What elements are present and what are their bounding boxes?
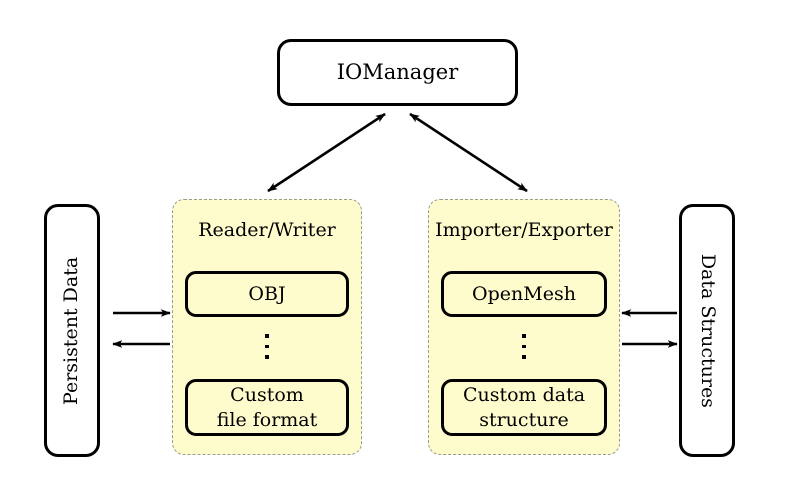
node-iomanager[interactable]: IOManager <box>277 39 518 106</box>
iomanager-label: IOManager <box>336 60 459 85</box>
item-custom-data-structure[interactable]: Custom data structure <box>441 379 607 436</box>
ellipsis-dot <box>522 344 526 348</box>
panel-reader-writer[interactable]: Reader/Writer OBJ Custom file format <box>172 199 362 455</box>
ellipsis-dot <box>265 344 269 348</box>
panel-importer-exporter-title: Importer/Exporter <box>435 219 613 241</box>
item-obj[interactable]: OBJ <box>185 271 349 317</box>
arrow-manager-importerexporter <box>409 112 528 193</box>
item-custom-data-structure-line2: structure <box>479 408 569 431</box>
ellipsis-dot <box>265 334 269 338</box>
persistent-data-label: Persistent Data <box>60 256 83 405</box>
ellipsis-importer-exporter <box>429 334 619 359</box>
item-openmesh-label: OpenMesh <box>472 282 576 305</box>
ellipsis-dot <box>522 334 526 338</box>
panel-importer-exporter[interactable]: Importer/Exporter OpenMesh Custom data s… <box>428 199 620 455</box>
panel-reader-writer-title: Reader/Writer <box>198 219 336 241</box>
ellipsis-dot <box>522 355 526 359</box>
item-custom-file-format[interactable]: Custom file format <box>185 379 349 436</box>
ellipsis-dot <box>265 355 269 359</box>
node-persistent-data[interactable]: Persistent Data <box>44 204 100 457</box>
item-custom-data-structure-line1: Custom data <box>462 383 586 406</box>
ellipsis-reader-writer <box>173 334 361 359</box>
item-obj-label: OBJ <box>248 282 286 305</box>
item-custom-file-format-line2: file format <box>216 408 318 431</box>
data-structures-label: Data Structures <box>696 253 719 408</box>
node-data-structures[interactable]: Data Structures <box>679 204 735 457</box>
item-openmesh[interactable]: OpenMesh <box>441 271 607 317</box>
item-custom-file-format-line1: Custom <box>230 383 304 406</box>
arrow-manager-readerwriter <box>267 112 386 193</box>
